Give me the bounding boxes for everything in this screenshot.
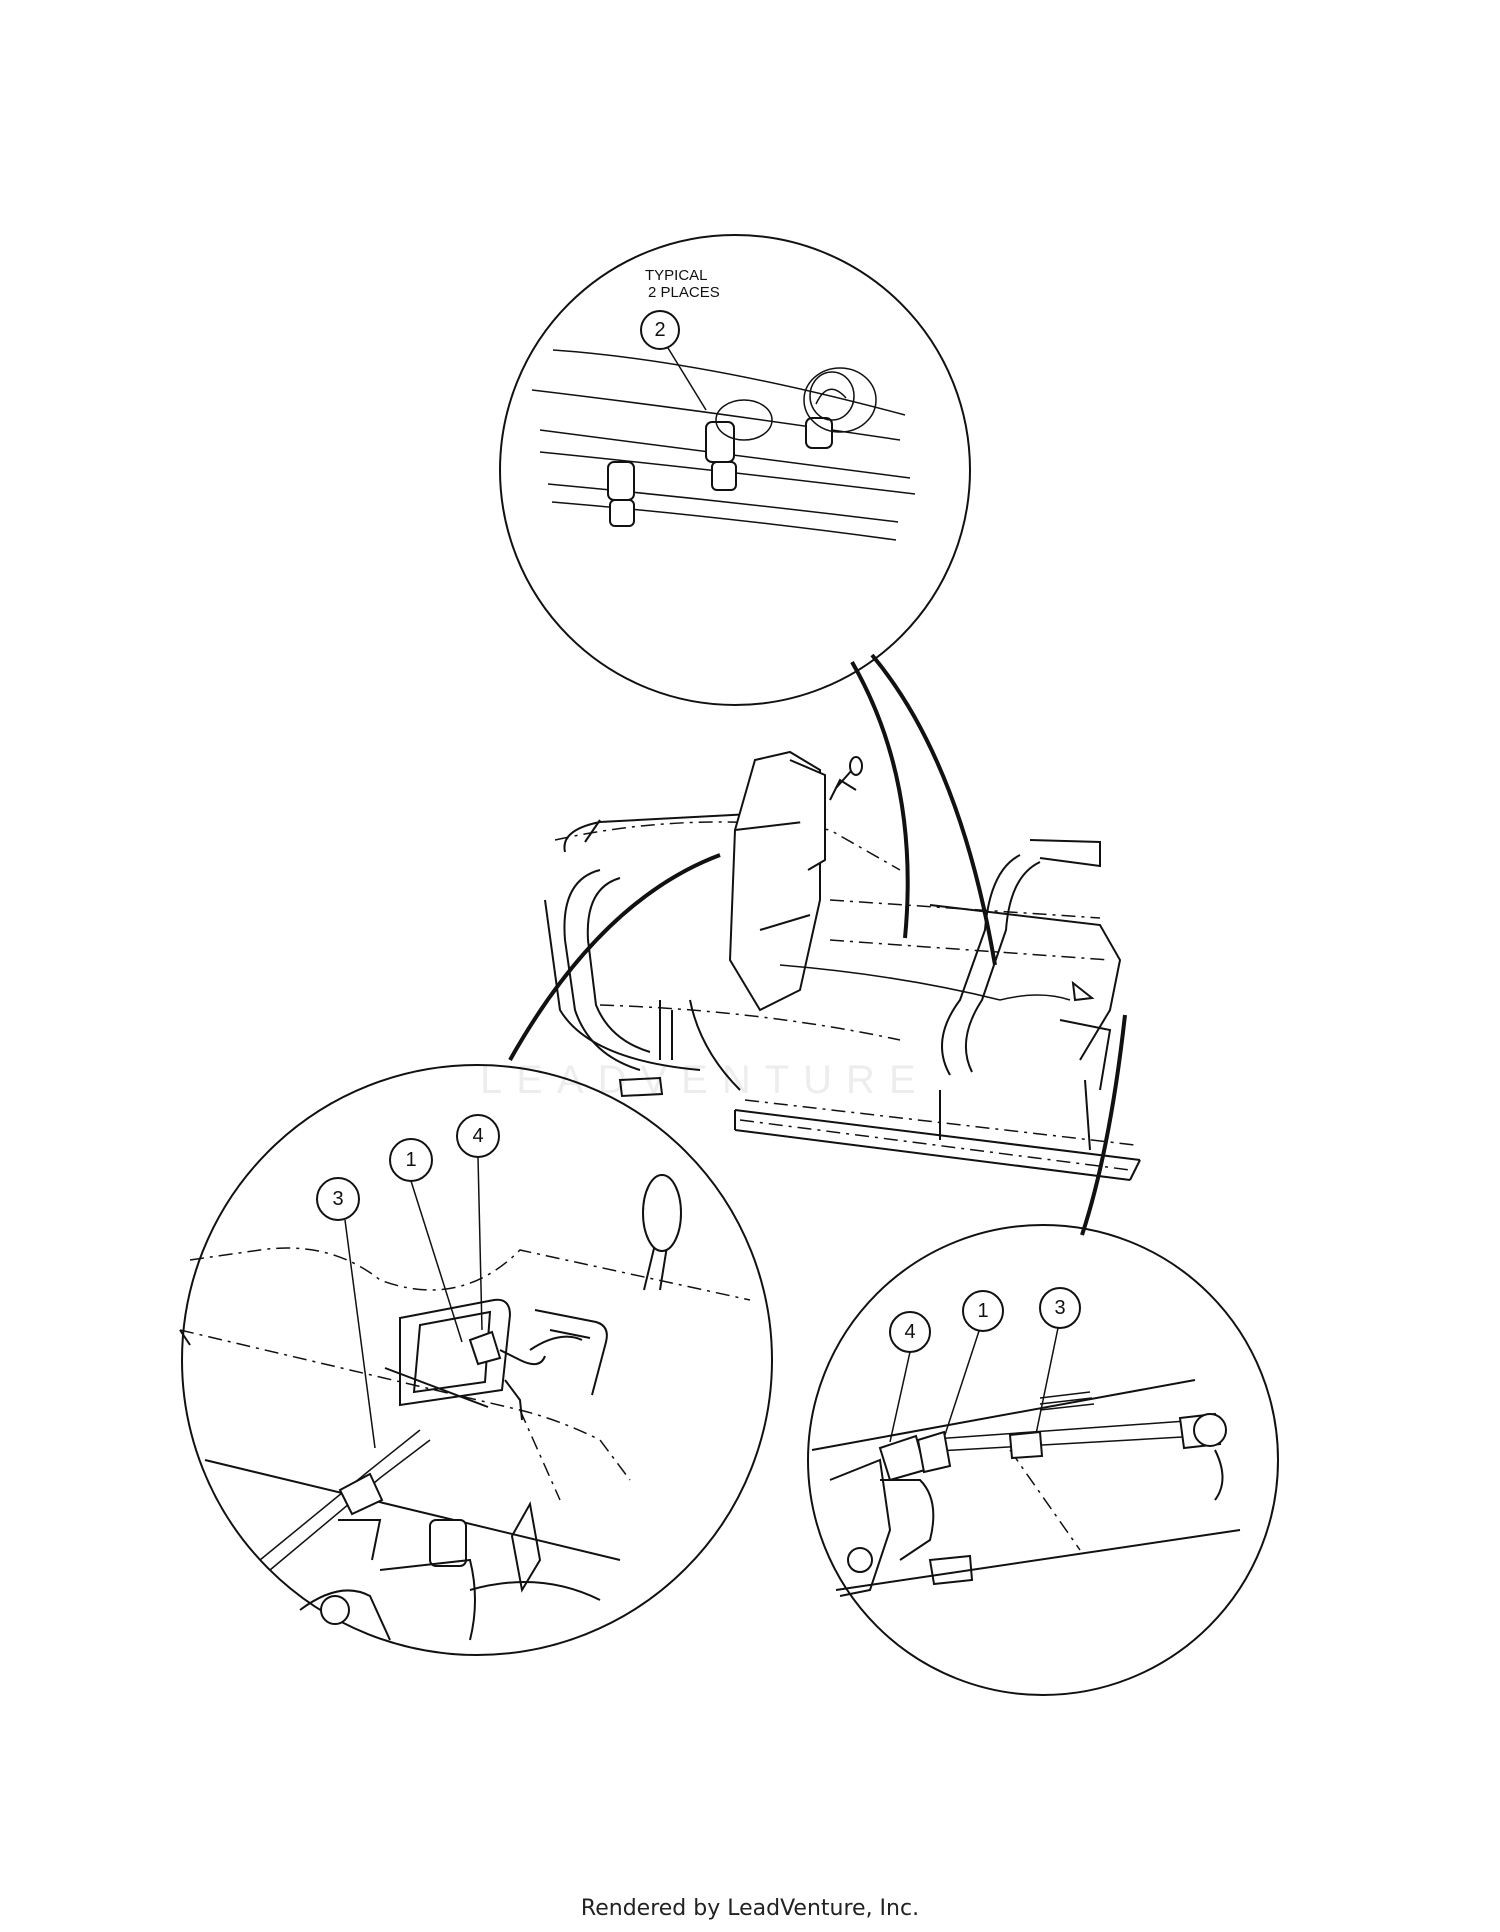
detail-right-leader bbox=[1080, 1014, 1127, 1236]
cable-clamps bbox=[607, 367, 877, 527]
svg-text:2: 2 bbox=[654, 319, 665, 341]
cable-bundle bbox=[531, 349, 916, 541]
svg-text:3: 3 bbox=[1054, 1297, 1065, 1319]
callout-3-right: 3 bbox=[1039, 1287, 1081, 1329]
leader-2 bbox=[667, 347, 707, 411]
callout-4-right: 4 bbox=[889, 1311, 931, 1353]
callout-4-left: 4 bbox=[456, 1114, 500, 1158]
detail-top: TYPICAL 2 PLACES 2 bbox=[499, 234, 997, 966]
svg-text:1: 1 bbox=[405, 1149, 416, 1171]
note-places: 2 PLACES bbox=[648, 284, 720, 301]
svg-text:1: 1 bbox=[977, 1300, 988, 1322]
detail-top-leader-b bbox=[870, 653, 997, 966]
main-assembly bbox=[544, 750, 1141, 1181]
note-typical: TYPICAL bbox=[645, 267, 708, 284]
watermark: LEADVENTURE bbox=[480, 1058, 930, 1102]
callout-1-left: 1 bbox=[389, 1138, 433, 1182]
callout-2: 2 bbox=[640, 310, 680, 350]
svg-text:4: 4 bbox=[472, 1125, 483, 1147]
callout-3-left: 3 bbox=[316, 1177, 360, 1221]
detail-top-circle bbox=[499, 234, 971, 706]
detail-top-leader-a bbox=[850, 661, 910, 939]
detail-right: 4 1 3 bbox=[807, 1224, 1279, 1696]
svg-text:3: 3 bbox=[332, 1188, 343, 1210]
svg-text:4: 4 bbox=[904, 1321, 915, 1343]
detail-right-circle bbox=[807, 1224, 1279, 1696]
callout-1-right: 1 bbox=[962, 1290, 1004, 1332]
footer-text: Rendered by LeadVenture, Inc. bbox=[580, 1896, 920, 1921]
detail-left: 1 4 3 bbox=[179, 1064, 773, 1656]
detail-left-circle bbox=[181, 1064, 773, 1656]
detail-left-leader bbox=[508, 853, 721, 1061]
